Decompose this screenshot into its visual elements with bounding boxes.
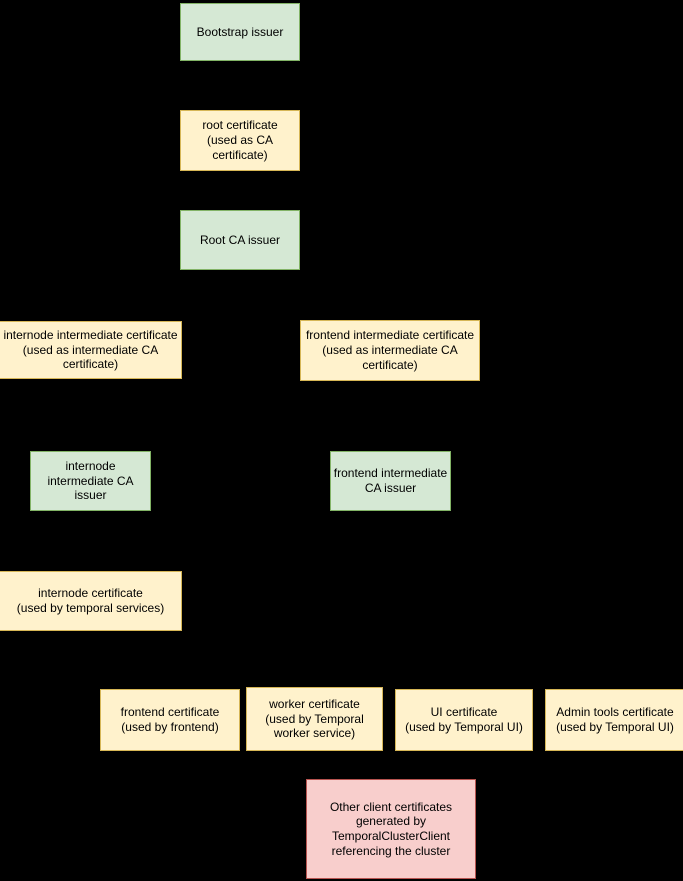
node-other-client-certificates: Other client certificates generated by T… (306, 779, 476, 879)
node-label-internode-intermediate-certificate: internode intermediate certificate (used… (3, 327, 178, 372)
node-label-ui-certificate: UI certificate (used by Temporal UI) (405, 705, 523, 734)
node-label-admin-tools-certificate: Admin tools certificate (used by Tempora… (556, 705, 674, 734)
node-worker-certificate: worker certificate (used by Temporal wor… (246, 687, 383, 751)
node-admin-tools-certificate: Admin tools certificate (used by Tempora… (545, 689, 683, 751)
node-label-worker-certificate: worker certificate (used by Temporal wor… (265, 696, 364, 741)
node-label-bootstrap-issuer: Bootstrap issuer (196, 24, 284, 39)
node-root-certificate: root certificate (used as CA certificate… (180, 110, 300, 171)
node-bootstrap-issuer: Bootstrap issuer (180, 3, 300, 61)
node-frontend-certificate: frontend certificate (used by frontend) (100, 689, 240, 751)
node-label-root-ca-issuer: Root CA issuer (199, 232, 281, 247)
node-label-root-certificate: root certificate (used as CA certificate… (202, 118, 278, 162)
node-label-internode-certificate: internode certificate (used by temporal … (16, 586, 165, 615)
node-frontend-intermediate-certificate: frontend intermediate certificate (used … (300, 320, 480, 381)
node-label-frontend-intermediate-certificate: frontend intermediate certificate (used … (305, 328, 475, 372)
node-label-frontend-intermediate-ca-issuer: frontend intermediate CA issuer (333, 466, 448, 495)
node-internode-intermediate-ca-issuer: internode intermediate CA issuer (30, 451, 151, 511)
node-internode-intermediate-certificate: internode intermediate certificate (used… (0, 321, 182, 379)
node-root-ca-issuer: Root CA issuer (180, 210, 300, 270)
node-label-internode-intermediate-ca-issuer: internode intermediate CA issuer (47, 458, 134, 503)
node-label-frontend-certificate: frontend certificate (used by frontend) (120, 705, 220, 734)
node-internode-certificate: internode certificate (used by temporal … (0, 571, 182, 631)
node-frontend-intermediate-ca-issuer: frontend intermediate CA issuer (330, 451, 451, 511)
node-ui-certificate: UI certificate (used by Temporal UI) (395, 689, 533, 751)
node-label-other-client-certificates: Other client certificates generated by T… (329, 799, 453, 858)
